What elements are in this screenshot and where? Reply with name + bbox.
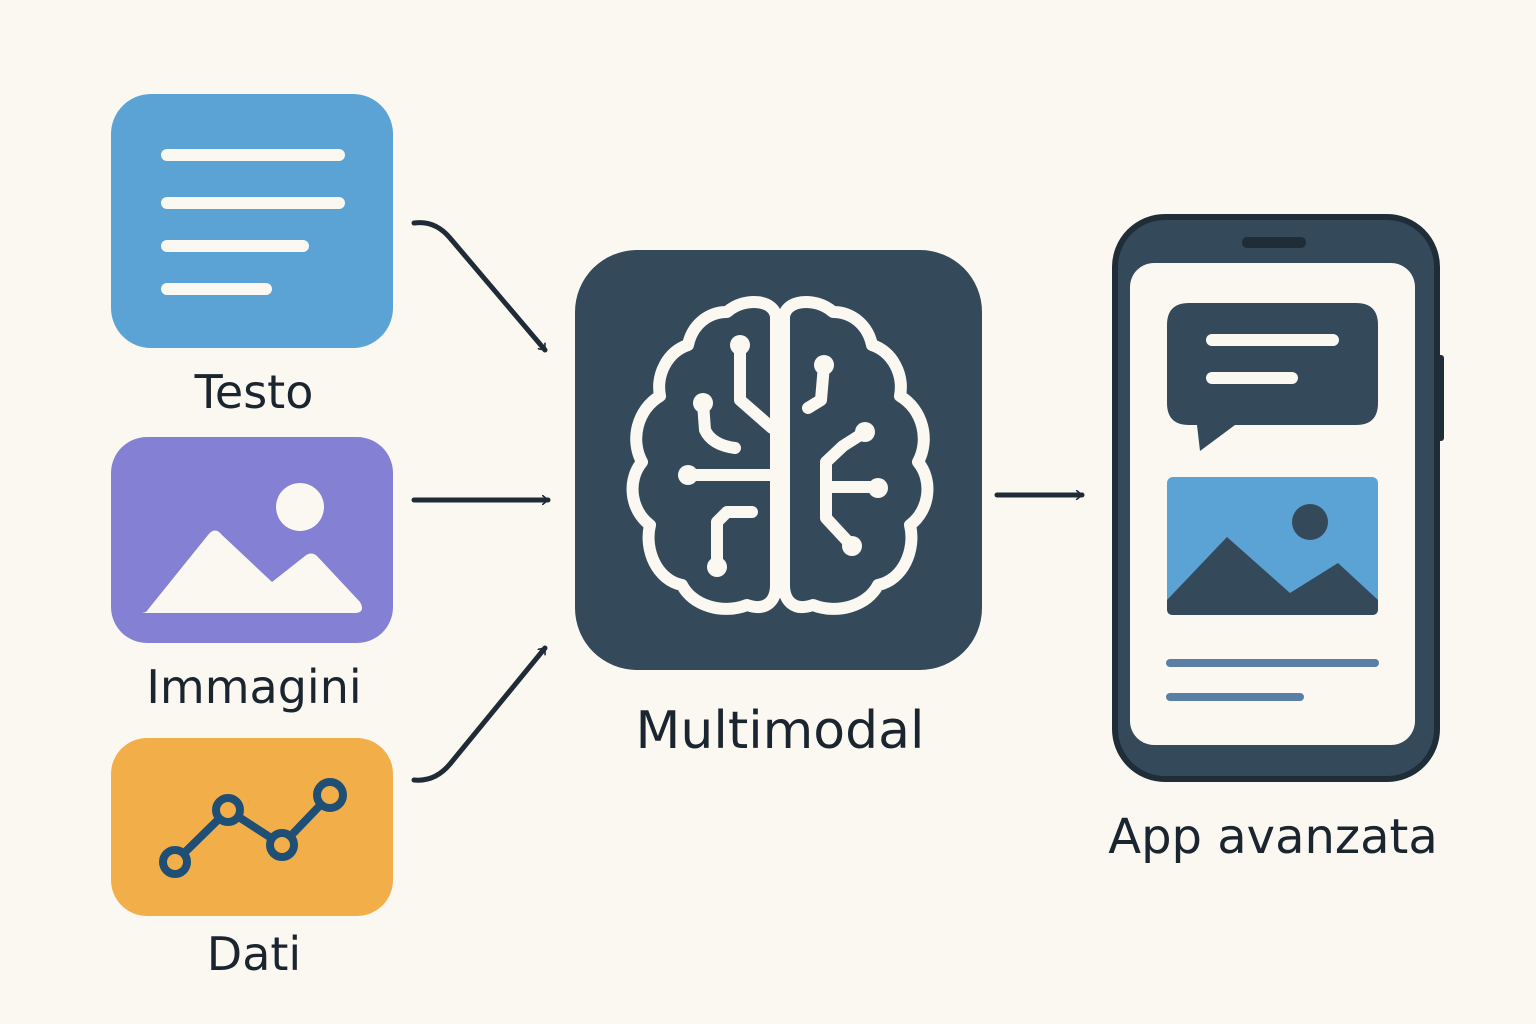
image-input-label: Immagini	[146, 660, 361, 714]
model-label: Multimodal	[636, 701, 925, 761]
data-input-label: Dati	[207, 927, 301, 981]
document-lines-icon	[161, 149, 345, 295]
arrow-data-to-model	[411, 645, 548, 783]
multimodal-model-card	[575, 250, 982, 670]
arrow-text-to-model	[411, 220, 548, 353]
text-input-label: Testo	[194, 365, 314, 419]
text-input-card	[111, 94, 393, 348]
image-preview-icon	[1167, 477, 1378, 615]
chat-bubble-icon	[1167, 303, 1378, 451]
brain-circuit-icon	[626, 296, 934, 615]
image-input-card	[111, 437, 393, 643]
smartphone-icon	[1112, 214, 1444, 782]
app-label: App avanzata	[1108, 809, 1438, 865]
image-icon	[142, 483, 362, 613]
line-chart-icon	[159, 778, 347, 878]
data-input-card	[111, 738, 393, 916]
